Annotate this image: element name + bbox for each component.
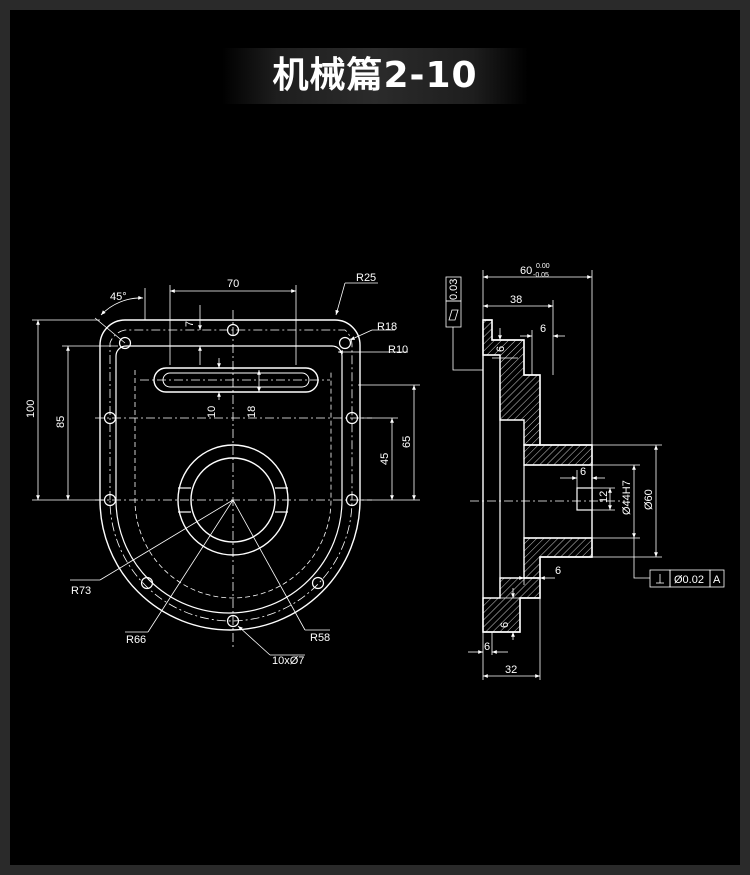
slot — [153, 367, 319, 393]
dim-r58: R58 — [310, 632, 330, 644]
datum-label: A — [713, 574, 721, 586]
dim-60: 60 — [520, 265, 532, 277]
section-view — [482, 319, 593, 633]
dim-r18: R18 — [377, 321, 397, 333]
drawing-frame — [10, 10, 740, 865]
front-dimensions — [32, 282, 420, 656]
front-labels: 45° 70 R25 R18 R10 7 10 18 100 85 45 65 … — [25, 272, 413, 667]
inner-recess — [115, 345, 343, 614]
dim-holes: 10xØ7 — [272, 655, 304, 667]
dim-6-top: 6 — [540, 323, 546, 335]
dim-60-lower-tol: -0.05 — [533, 272, 549, 279]
dim-18: 18 — [246, 406, 258, 418]
dim-100: 100 — [25, 400, 37, 418]
dim-r73: R73 — [71, 585, 91, 597]
dim-angle: 45° — [110, 291, 127, 303]
section-labels: 0.03 60 0.00 -0.05 38 6 6 6 12 Ø44H7 Ø60… — [448, 263, 721, 676]
dim-bore: Ø44H7 — [621, 480, 633, 515]
dim-6-bottom: 6 — [484, 641, 490, 653]
dim-65: 65 — [401, 436, 413, 448]
slot-inner — [162, 372, 310, 388]
dim-32: 32 — [505, 664, 517, 676]
page-title: 机械篇2-10 — [272, 55, 478, 96]
dim-60-upper-tol: 0.00 — [536, 263, 550, 270]
front-centerlines — [95, 310, 372, 650]
dim-6-step: 6 — [495, 346, 507, 352]
section-dimensions — [445, 270, 725, 680]
outer-contour — [99, 319, 361, 631]
dim-6-key: 6 — [580, 466, 586, 478]
dim-38: 38 — [510, 294, 522, 306]
front-view — [99, 319, 361, 631]
dim-6-vertical: 6 — [499, 622, 511, 628]
dim-12: 12 — [598, 491, 610, 503]
bolt-holes — [103, 323, 359, 628]
dim-85: 85 — [55, 416, 67, 428]
dim-10: 10 — [206, 406, 218, 418]
title-banner — [222, 48, 528, 104]
dim-45: 45 — [379, 453, 391, 465]
front-dashed-inner — [134, 370, 332, 599]
section-bottom-wall — [482, 577, 541, 633]
dim-7: 7 — [184, 321, 196, 327]
dim-r10: R10 — [388, 344, 408, 356]
dim-r25: R25 — [356, 272, 376, 284]
hub-top-wall — [523, 444, 593, 466]
dim-hub: Ø60 — [643, 489, 655, 510]
dim-width-70: 70 — [227, 278, 239, 290]
dim-r66: R66 — [126, 634, 146, 646]
flatness-tolerance: 0.03 — [448, 279, 460, 300]
dim-6-flange: 6 — [555, 565, 561, 577]
keyway — [576, 487, 593, 511]
perpendicularity-tolerance: Ø0.02 — [674, 574, 704, 586]
